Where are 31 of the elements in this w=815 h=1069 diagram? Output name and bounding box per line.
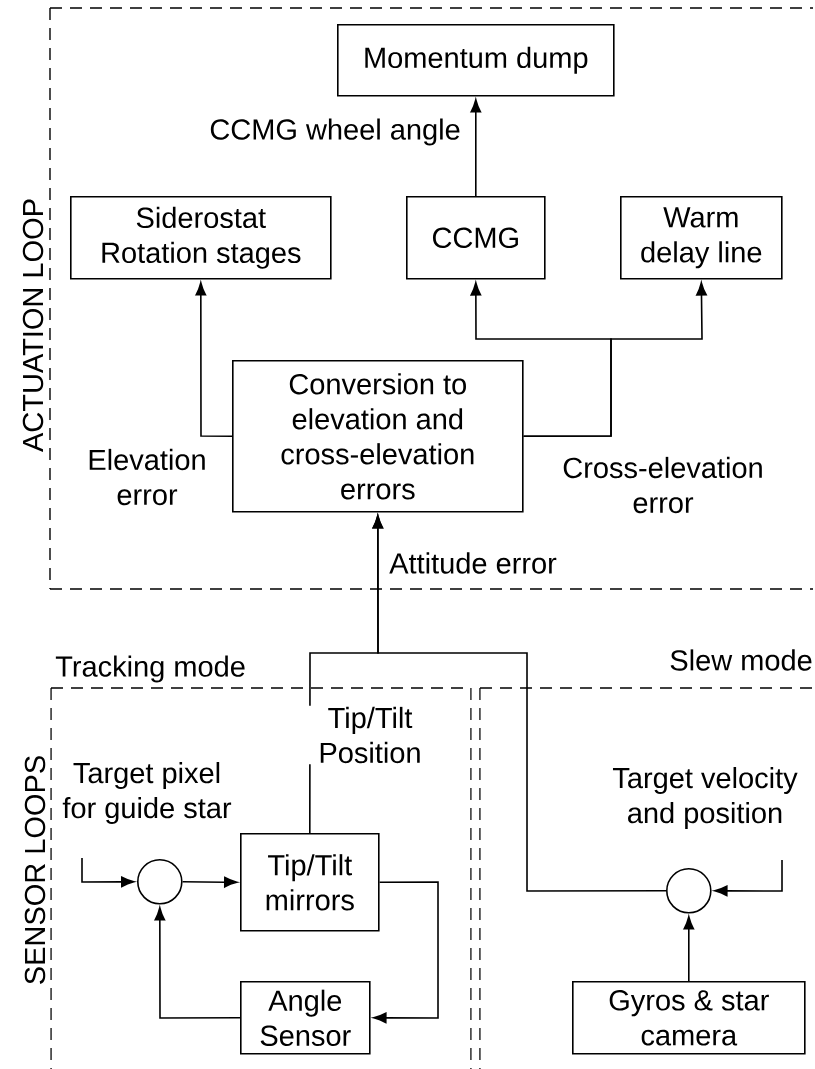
arrow	[195, 282, 233, 438]
arrow	[181, 876, 238, 888]
process-box: CCMG	[406, 196, 546, 280]
process-box: Momentum dump	[337, 24, 615, 97]
process-box: Siderostat Rotation stages	[70, 196, 332, 280]
edge-label: Target velocity and position	[604, 766, 806, 831]
section-label: SENSOR LOOPS	[24, 756, 46, 984]
edge-label: Target pixel for guide star	[56, 761, 238, 826]
edge-label: CCMG wheel angle	[208, 117, 462, 147]
summing-junction	[666, 868, 712, 914]
process-box: Angle Sensor	[240, 981, 371, 1055]
process-box: Gyros & star camera	[572, 981, 806, 1055]
process-box: Tip/Tilt mirrors	[240, 833, 380, 932]
arrow	[81, 857, 135, 888]
edge-label: Attitude error	[388, 551, 558, 575]
process-box: Warm delay line	[620, 196, 783, 280]
summing-junction	[137, 859, 183, 905]
edge-label: Cross-elevation error	[554, 455, 772, 515]
process-box: Conversion to elevation and cross-elevation errors	[232, 360, 524, 513]
arrow	[683, 916, 695, 982]
region-label: Tracking mode	[55, 655, 245, 683]
arrow	[373, 881, 439, 1024]
edge-label: Tip/Tilt Position	[304, 705, 436, 765]
arrow	[470, 99, 482, 197]
arrow	[522, 282, 707, 438]
region-label: ACTUATION LOOP	[22, 199, 44, 452]
arrow	[154, 907, 241, 1019]
arrow	[714, 859, 783, 897]
arrow	[372, 515, 667, 892]
edge-label: Elevation error	[71, 447, 223, 507]
region-label: Slew mode	[670, 649, 812, 671]
